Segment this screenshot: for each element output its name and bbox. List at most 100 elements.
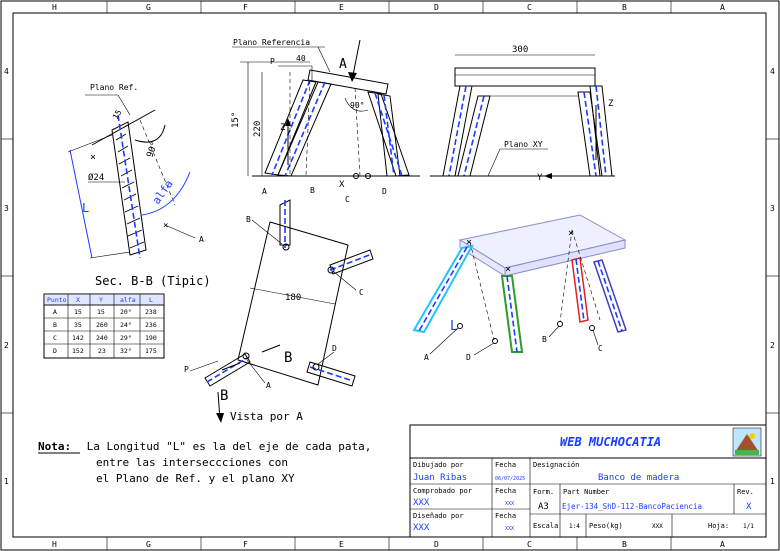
front-c: C (345, 195, 350, 204)
row-label: 3 (4, 204, 9, 213)
table-cell: 240 (96, 334, 108, 342)
front-dim-15deg: 15° (231, 112, 241, 128)
fecha-value: 06/07/2025 (495, 476, 525, 482)
section-point-a: A (199, 235, 204, 244)
iso-d-label: D (466, 353, 471, 362)
note-block: Nota: La Longitud "L" es la del eje de c… (38, 440, 371, 485)
front-view: Plano Referencia A 15° 220 40 P Z (231, 38, 420, 204)
top-p-label: P (184, 365, 189, 374)
col-label: E (339, 540, 344, 549)
x-mark-icon: × (505, 264, 511, 275)
front-plano-referencia: Plano Referencia (233, 38, 310, 47)
col-label: F (243, 3, 248, 12)
col-label: B (622, 3, 627, 12)
front-a: A (262, 187, 267, 196)
table-cell: 15 (97, 308, 105, 316)
iso-view: × × × L A D B C (412, 214, 627, 362)
col-label: A (720, 3, 725, 12)
column-labels-top: H G F E D C B A (52, 3, 725, 12)
col-label: B (622, 540, 627, 549)
front-z: Z (280, 123, 286, 133)
top-view: 180 B B Vista por A B C D P A (184, 199, 374, 423)
col-label: D (434, 3, 439, 12)
front-big-a: A (339, 57, 347, 72)
top-b-label: B (246, 215, 251, 224)
iso-b-label: B (542, 335, 547, 344)
col-label: D (434, 540, 439, 549)
rev-value: X (746, 502, 752, 512)
table-cell: 32° (120, 347, 132, 355)
front-dim-90: 90° (350, 101, 364, 110)
front-dim-40: 40 (296, 54, 306, 63)
front-x: X (339, 180, 345, 190)
table-cell: B (53, 321, 57, 329)
x-mark-icon: × (568, 228, 574, 239)
row-label: 2 (4, 341, 9, 350)
table-cell: 260 (96, 321, 108, 329)
row-label: 1 (4, 477, 9, 486)
table-header: Y (99, 296, 103, 304)
row-labels: 4 3 2 1 4 3 2 1 (4, 67, 775, 486)
peso-label: Peso(kg) (589, 522, 623, 530)
front-d: D (382, 187, 387, 196)
table-header: L (149, 296, 153, 304)
top-a-label: A (266, 381, 271, 390)
col-label: A (720, 540, 725, 549)
col-label: H (52, 3, 57, 12)
fecha-label: Fecha (495, 487, 516, 495)
table-cell: 142 (72, 334, 84, 342)
table-cell: 15 (74, 308, 82, 316)
front-b: B (310, 186, 315, 195)
table-cell: 238 (145, 308, 157, 316)
col-label: C (527, 540, 532, 549)
col-label: E (339, 3, 344, 12)
hoja-label: Hoja: (708, 522, 729, 530)
top-dim-180: 180 (285, 293, 301, 303)
col-label: G (146, 540, 151, 549)
table-cell: A (53, 308, 57, 316)
front-p: P (270, 57, 275, 66)
col-label: G (146, 3, 151, 12)
note-line-2: entre las interseccciones con (96, 456, 288, 469)
fecha-value: XXX (505, 526, 514, 532)
fecha-label: Fecha (495, 512, 516, 520)
iso-c-label: C (598, 344, 603, 353)
table-cell: 190 (145, 334, 157, 342)
table-header: X (76, 296, 80, 304)
section-length-label: L (82, 201, 89, 215)
table-cell: 35 (74, 321, 82, 329)
escala-value: 1:4 (569, 523, 580, 530)
iso-l-label: L (450, 319, 458, 334)
section-alfa-label: alfa (150, 178, 176, 207)
side-plano-xy: Plano XY (504, 140, 543, 149)
table-header: Punto (47, 296, 67, 304)
points-table: Punto X Y alfa L A 15 15 20° 238 B 35 26… (43, 293, 165, 359)
designacion-value: Banco de madera (598, 473, 679, 483)
row-label: 4 (770, 67, 775, 76)
section-view: L 90° alfa Plano Ref. 15 Ø24 × × A Sec. … (67, 83, 211, 288)
col-label: C (527, 3, 532, 12)
dibujado-value: Juan Ribas (413, 473, 467, 483)
logo-text: WEB MUCHOCATIA (560, 435, 661, 449)
section-dim-15: 15 (111, 108, 124, 121)
logo-icon (732, 427, 762, 457)
comprobado-label: Comprobado por (413, 487, 472, 495)
iso-a-label: A (424, 353, 429, 362)
table-cell: 24° (120, 321, 132, 329)
hoja-value: 1/1 (743, 523, 754, 530)
x-mark-icon: × (466, 237, 472, 248)
escala-label: Escala (533, 522, 558, 530)
table-header: alfa (120, 296, 136, 304)
col-label: H (52, 540, 57, 549)
disenado-label: Diseñado por (413, 512, 464, 520)
note-line-1: La Longitud "L" es la del eje de cada pa… (80, 440, 371, 453)
table-cell: D (53, 347, 57, 355)
top-big-b2: B (220, 388, 228, 404)
top-vista-label: Vista por A (230, 410, 303, 423)
rev-label: Rev. (737, 488, 754, 496)
row-label: 4 (4, 67, 9, 76)
section-plano-ref: Plano Ref. (90, 83, 138, 92)
side-z: Z (608, 99, 614, 109)
fecha-label: Fecha (495, 461, 516, 469)
